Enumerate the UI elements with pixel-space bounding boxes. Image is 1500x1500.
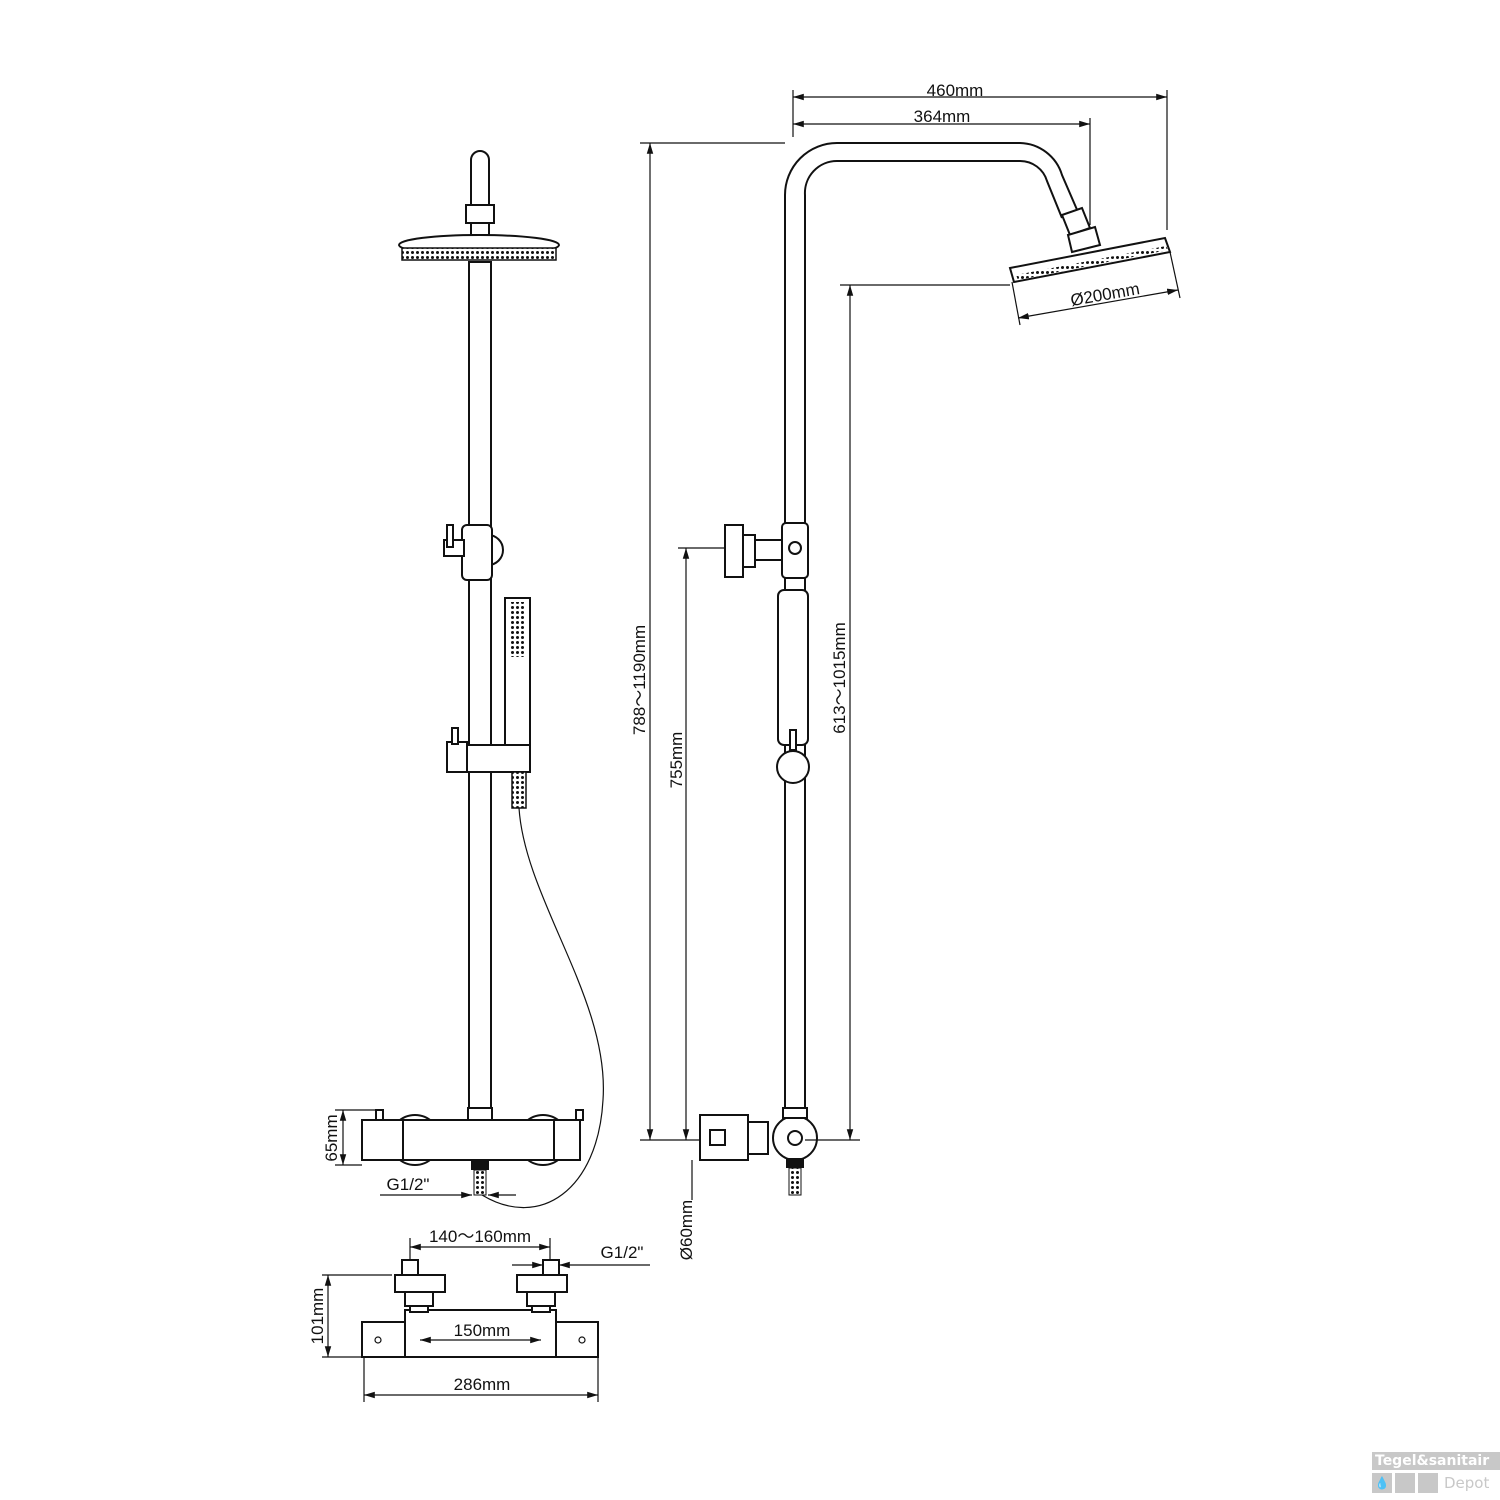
front-view	[335, 150, 604, 1209]
slider-knob	[446, 741, 468, 773]
slider-ball	[776, 750, 810, 784]
arm-total-label: 460mm	[927, 81, 984, 100]
center-distance-label: 150mm	[454, 1321, 511, 1340]
mixer-width-label: 286mm	[454, 1375, 511, 1394]
head-diameter-label: Ø200mm	[1069, 279, 1141, 310]
head-arm	[470, 150, 490, 215]
inlet-spacing-label: 140～160mm	[429, 1227, 531, 1246]
watermark-line1: Tegel&sanitair	[1372, 1452, 1500, 1470]
inlet-thread-label: G1/2"	[601, 1243, 644, 1262]
head-height-label: 613～1015mm	[830, 622, 849, 734]
riser-pole	[468, 261, 492, 1113]
mixer-depth-label: 101mm	[308, 1288, 327, 1345]
outlet-thread-label: G1/2"	[387, 1175, 430, 1194]
head-joint	[465, 204, 495, 224]
total-height-label: 788～1190mm	[630, 625, 649, 735]
watermark-line2: Depot	[1444, 1474, 1490, 1492]
mixer-diameter-label: Ø60mm	[677, 1200, 696, 1260]
wall-plate	[724, 524, 744, 578]
arm-reach-label: 364mm	[914, 107, 971, 126]
watermark-logo: Tegel&sanitair 💧 Depot	[1372, 1452, 1500, 1493]
thermostat-mixer	[361, 1119, 581, 1161]
hose-connector	[511, 771, 527, 809]
riser-pipe-outer	[784, 142, 1079, 1110]
side-hand-shower	[777, 589, 809, 746]
side-view	[640, 90, 1181, 1200]
hose	[481, 807, 604, 1209]
holder-height-label: 755mm	[667, 732, 686, 789]
water-drop-icon: 💧	[1372, 1473, 1392, 1493]
mixer-height-label: 65mm	[322, 1114, 341, 1161]
mixer-top-view	[322, 1238, 650, 1402]
slider	[466, 744, 531, 773]
